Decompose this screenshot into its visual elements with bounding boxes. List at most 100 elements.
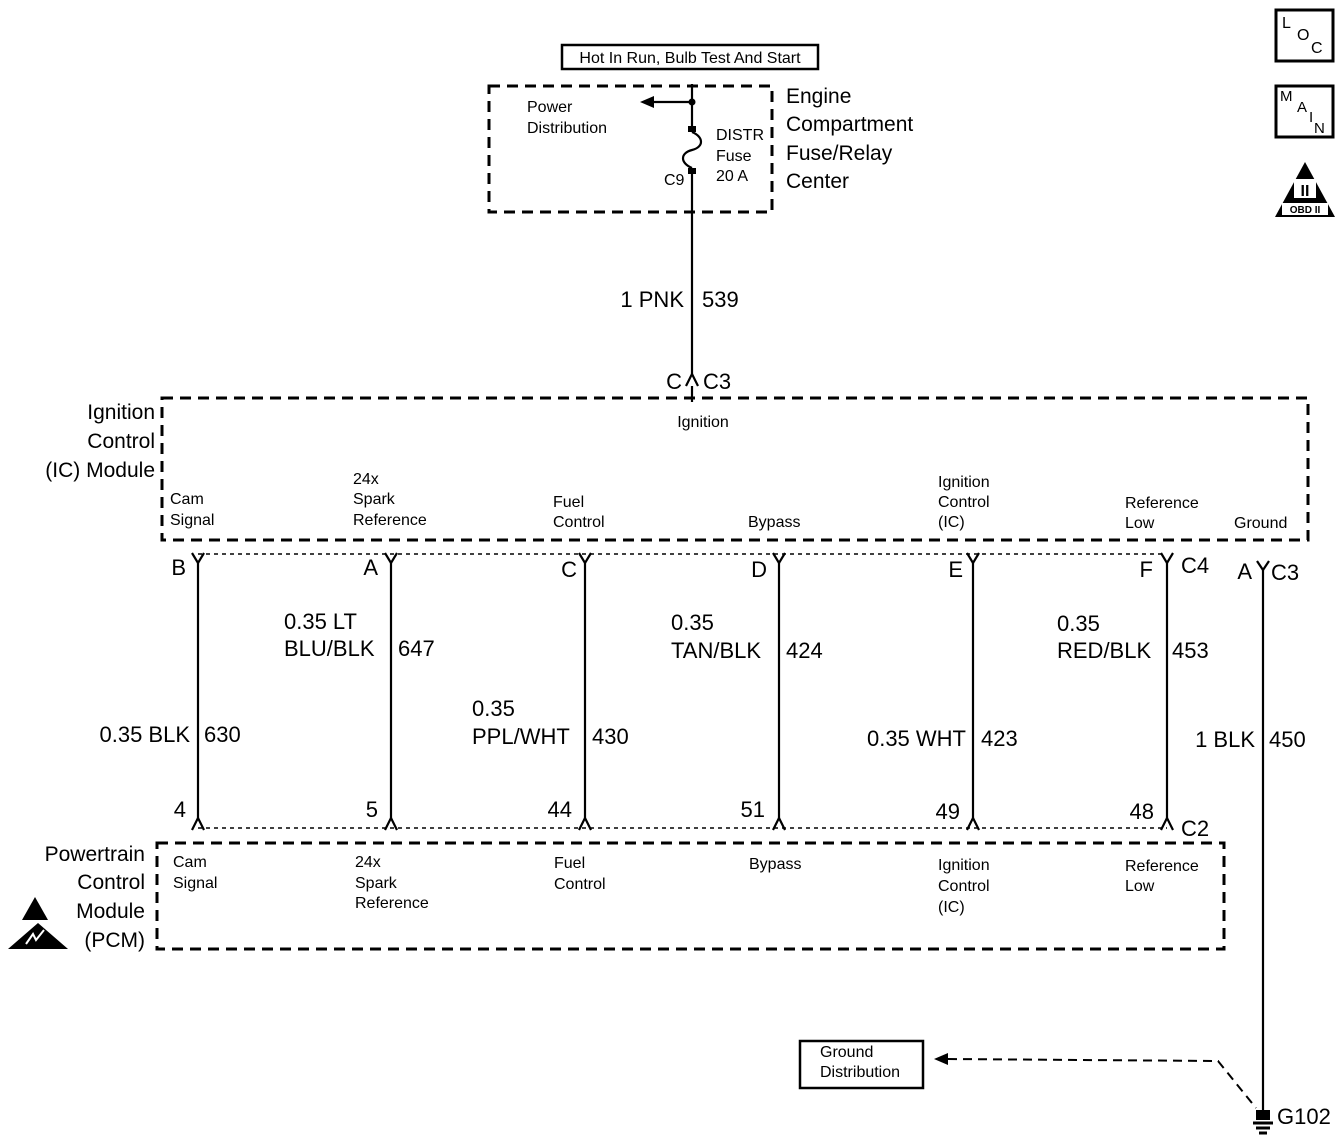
ic-terminal-cam-line1: Cam	[170, 491, 204, 508]
ic-ignition-label: Ignition	[677, 414, 729, 431]
ic-pin-label: F	[1140, 557, 1153, 582]
wire-circuit-number: 423	[981, 726, 1018, 751]
pcm-pin-connector-icon	[966, 815, 980, 831]
fuse-center-name-line4: Center	[786, 170, 849, 193]
ic-pin-label: D	[751, 557, 767, 582]
esd-sensitive-icon	[8, 923, 68, 949]
fuse-label-line3: 20 A	[716, 168, 748, 185]
power-distribution-label-line1: Power	[527, 99, 573, 116]
svg-text:C: C	[1311, 40, 1323, 57]
ic-pin-label: E	[948, 557, 963, 582]
ground-wire-gauge-color: 1 BLK	[1195, 727, 1255, 752]
fuse-relay-center-box	[487, 84, 774, 214]
pcm-pin-label: 4	[174, 797, 186, 822]
loc-nav-button[interactable]: L O C	[1274, 8, 1335, 63]
ic-terminal-ic-line2: Control	[938, 494, 990, 511]
ic-terminal-fuel-line2: Control	[553, 514, 605, 531]
ic-module-name-line3: (IC) Module	[45, 459, 155, 482]
ic-pin-label: C	[561, 557, 577, 582]
pcm-pin-label: 48	[1130, 799, 1154, 824]
feed-wire-gauge-color: 1 PNK	[620, 287, 684, 312]
circuit-424: D 51 0.35 TAN/BLK 424	[671, 552, 823, 831]
ic-terminal-24x-line3: Reference	[353, 512, 427, 529]
wire-gauge-color-line2: RED/BLK	[1057, 638, 1151, 663]
ground-point-label: G102	[1277, 1104, 1331, 1129]
ic-terminal-24x-line1: 24x	[353, 471, 379, 488]
pcm-terminal-fuel-line1: Fuel	[554, 855, 585, 872]
circuit-453: F 48 0.35 RED/BLK 453	[1057, 552, 1209, 831]
ground-symbol-icon	[1253, 1110, 1273, 1135]
pcm-pin-connector-icon	[384, 815, 398, 831]
ic-pin-label: B	[171, 555, 186, 580]
ground-connector-label: C3	[1271, 560, 1299, 585]
circuit-423: E 49 0.35 WHT 423	[867, 552, 1018, 831]
ic-terminal-reflow-line2: Low	[1125, 515, 1155, 532]
pcm-pin-connector-icon	[191, 815, 205, 831]
ic-pin-connector-icon	[1160, 552, 1174, 566]
ic-module-box	[160, 396, 1310, 542]
fuse-terminal-top	[688, 126, 696, 132]
ic-terminal-cam-line2: Signal	[170, 512, 214, 529]
svg-text:N: N	[1314, 120, 1325, 137]
feed-connector-label: C3	[703, 369, 731, 394]
wire-gauge-color: 0.35 BLK	[99, 722, 190, 747]
ground-distribution-dashed-link	[947, 1058, 1257, 1109]
ic-terminal-bypass: Bypass	[748, 514, 800, 531]
wire-circuit-number: 630	[204, 722, 241, 747]
pcm-terminal-fuel-line2: Control	[554, 876, 606, 893]
pcm-terminal-reflow-line1: Reference	[1125, 858, 1199, 875]
wire-circuit-number: 453	[1172, 638, 1209, 663]
ic-module-name-line1: Ignition	[87, 401, 155, 424]
hot-in-run-box	[560, 43, 820, 71]
pcm-box	[155, 841, 1226, 951]
circuit-647: A 5 0.35 LT BLU/BLK 647	[284, 552, 435, 831]
ic-module-name-line2: Control	[87, 430, 155, 453]
wire-circuit-number: 430	[592, 724, 629, 749]
power-distribution-arrow-icon	[640, 96, 654, 108]
ground-distribution-box	[798, 1039, 925, 1090]
pcm-terminal-cam-line1: Cam	[173, 854, 207, 871]
fuse-terminal-bottom	[688, 168, 696, 174]
pcm-terminal-24x-line1: 24x	[355, 854, 381, 871]
circuit-630: B 4 0.35 BLK 630	[99, 552, 241, 831]
fuse-label-line2: Fuse	[716, 148, 752, 165]
pcm-terminal-ic-line3: (IC)	[938, 899, 965, 916]
fuse-center-name-line2: Compartment	[786, 113, 913, 136]
fuse-connector-label: C9	[664, 172, 685, 189]
pcm-name-line3: Module	[76, 900, 145, 923]
ic-pin-connector-icon	[772, 552, 786, 566]
obd-ii-nav-button[interactable]: II OBD II	[1275, 162, 1335, 217]
pcm-terminal-24x-line2: Spark	[355, 875, 398, 892]
pcm-name-line1: Powertrain	[45, 843, 145, 866]
pcm-pin-label: 49	[936, 799, 960, 824]
ground-distribution-arrow-icon	[934, 1053, 948, 1065]
svg-text:OBD II: OBD II	[1290, 205, 1321, 216]
ic-terminal-ic-line3: (IC)	[938, 514, 965, 531]
wire-gauge-color-line1: 0.35	[671, 610, 714, 635]
wire-gauge-color-line1: 0.35	[1057, 611, 1100, 636]
fuse-center-name-line3: Fuse/Relay	[786, 142, 893, 165]
pcm-connector-label: C2	[1181, 816, 1209, 841]
feed-pin-label: C	[666, 369, 682, 394]
main-nav-button[interactable]: M A I N	[1274, 84, 1335, 139]
pcm-terminal-bypass: Bypass	[749, 856, 801, 873]
ground-pin-label: A	[1237, 559, 1252, 584]
ic-pin-label: A	[363, 555, 378, 580]
ic-pin-connector-icon	[966, 552, 980, 566]
pcm-pin-label: 44	[548, 797, 572, 822]
wire-gauge-color-line2: PPL/WHT	[472, 724, 570, 749]
pcm-terminal-ic-line1: Ignition	[938, 857, 990, 874]
esd-warning-icon	[22, 897, 48, 920]
wire-gauge-color-line2: TAN/BLK	[671, 638, 761, 663]
ic-terminal-24x-line2: Spark	[353, 491, 396, 508]
wire-circuit-number: 647	[398, 636, 435, 661]
wire-circuit-number: 424	[786, 638, 823, 663]
fuse-icon	[681, 130, 703, 170]
fuse-center-name-line1: Engine	[786, 85, 851, 108]
feed-wire-circuit: 539	[702, 287, 739, 312]
pcm-terminal-ic-line2: Control	[938, 878, 990, 895]
svg-text:A: A	[1297, 99, 1307, 116]
ic-terminal-reflow-line1: Reference	[1125, 495, 1199, 512]
ic-terminal-ground: Ground	[1234, 515, 1287, 532]
